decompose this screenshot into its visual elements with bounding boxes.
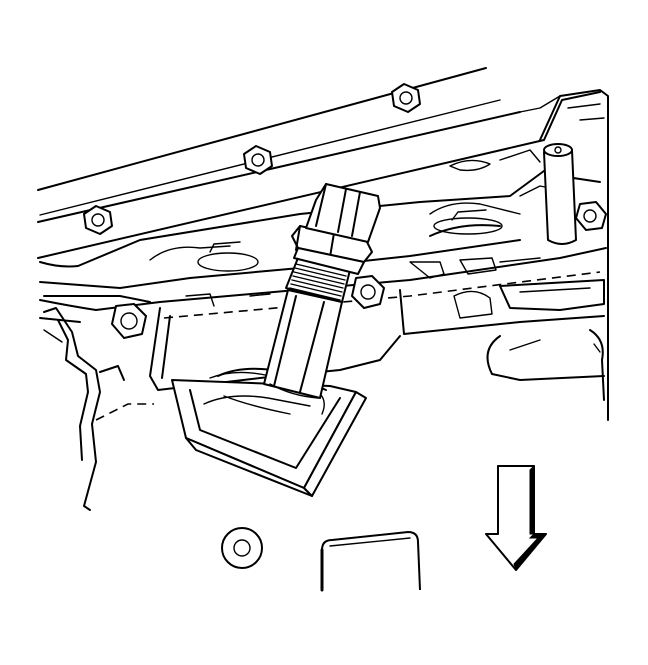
oil-pan-rail xyxy=(149,307,401,391)
gasket-plate xyxy=(320,531,421,592)
dowel-stud xyxy=(543,143,577,245)
right-bolt xyxy=(575,201,607,231)
sensor-body xyxy=(263,183,381,399)
downward-direction-arrow xyxy=(485,464,548,572)
engine-block-outline xyxy=(39,89,609,421)
washer xyxy=(221,527,263,569)
left-bracket xyxy=(43,307,154,511)
head-bolt xyxy=(83,205,113,235)
sensor-removal-tool xyxy=(171,367,367,497)
head-bolt xyxy=(243,145,273,175)
flange-bolt xyxy=(351,275,385,309)
head-bolt xyxy=(391,83,421,113)
flange-bolt xyxy=(111,303,147,339)
